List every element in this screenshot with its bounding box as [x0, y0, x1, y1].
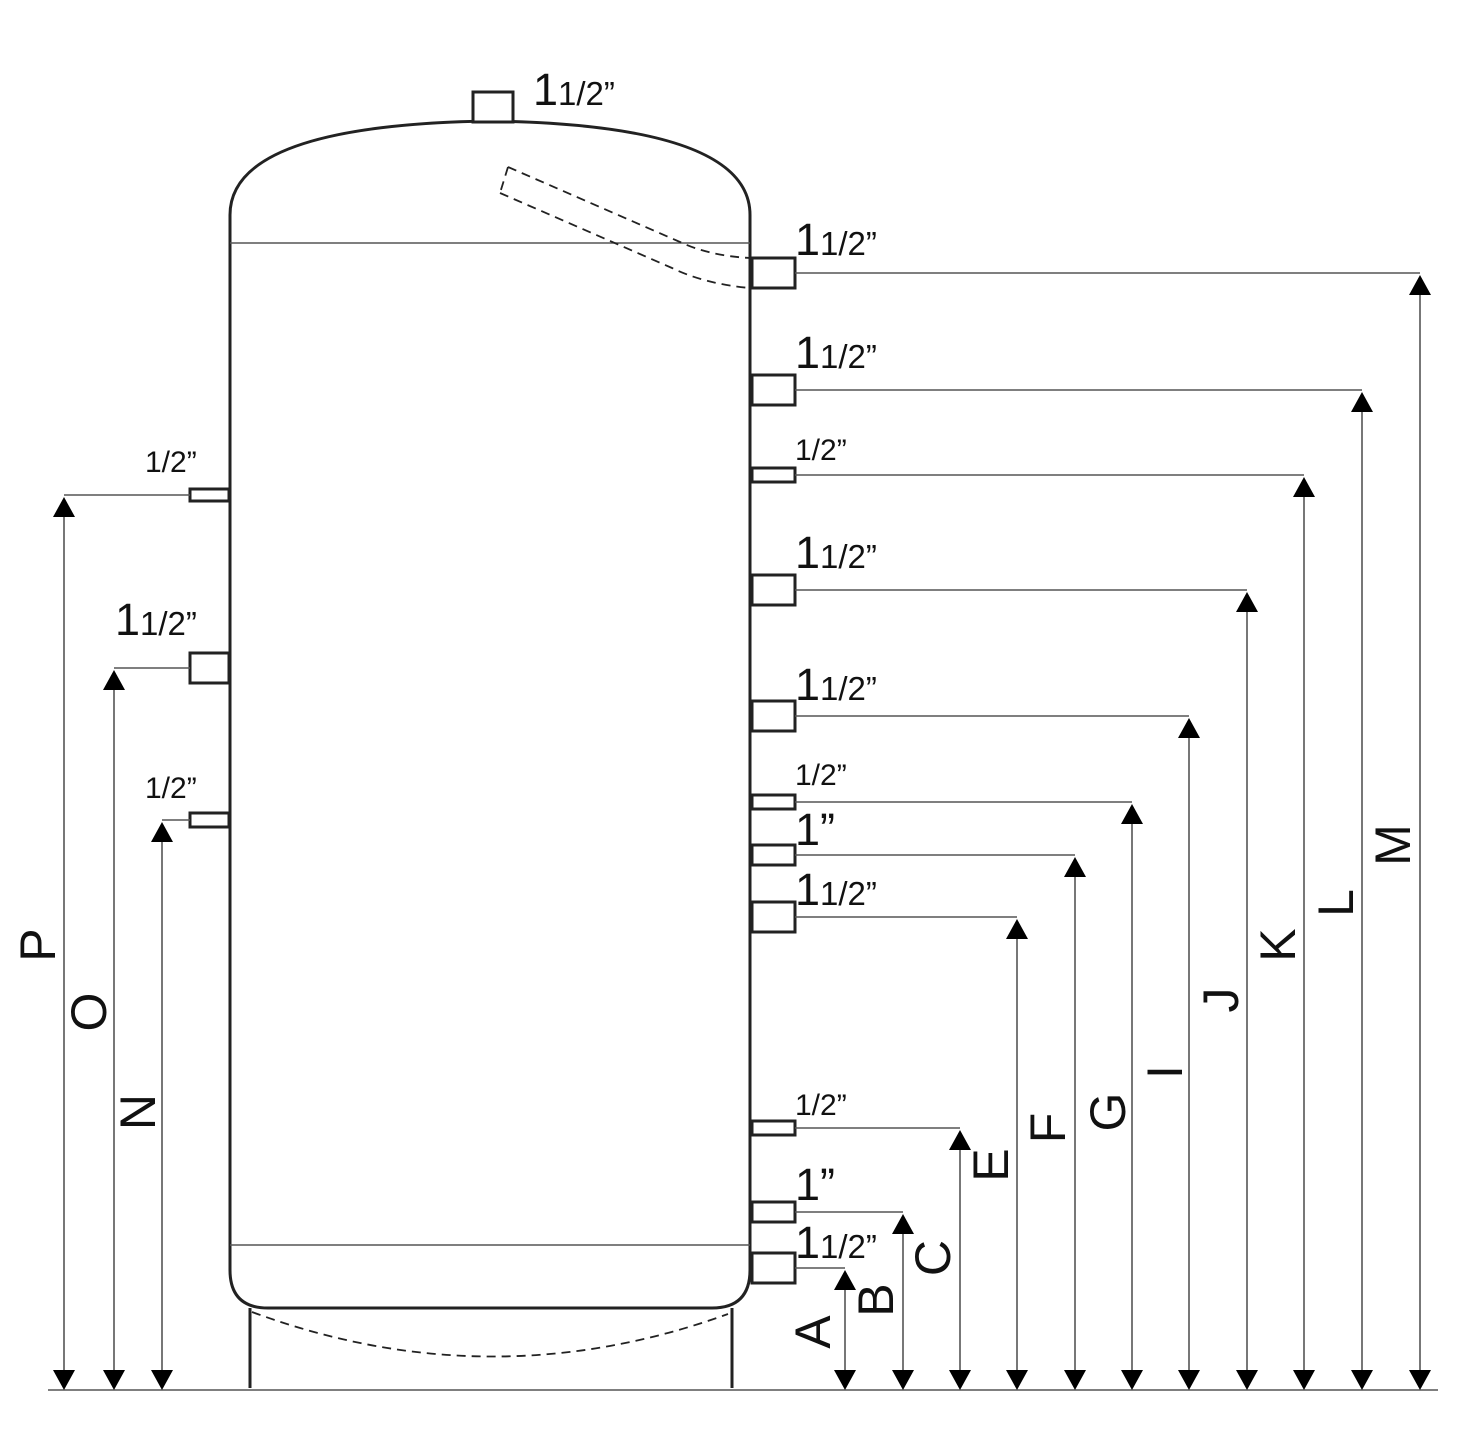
right-connection-f: 1” — [750, 804, 1086, 1390]
right-connection-c: 1” — [750, 1159, 914, 1390]
connection-size-label: 11/2” — [795, 864, 877, 915]
connection-port — [188, 651, 231, 685]
dimension-arrow-up — [1409, 275, 1431, 295]
connection-port — [188, 487, 231, 503]
dimension-label-f: F — [1020, 1113, 1076, 1144]
connection-size-label: 1/2” — [795, 759, 847, 792]
connection-port — [750, 256, 797, 290]
top-connection-size: 11/2” — [533, 64, 615, 115]
dimension-arrow-up — [1006, 919, 1028, 939]
dimension-label-i: I — [1137, 1065, 1193, 1079]
right-connection-k: 1/2” — [750, 434, 1315, 1390]
tank-stand — [248, 1308, 734, 1388]
connection-port — [188, 811, 231, 829]
connection-size-label: 1/2” — [145, 772, 197, 805]
connection-port — [750, 699, 797, 733]
right-connection-e2: 11/2” — [750, 864, 1028, 1390]
dimension-arrow-down — [1178, 1370, 1200, 1390]
connection-size-label: 1” — [795, 1159, 835, 1210]
right-connection-e: 1/2” — [750, 1089, 971, 1390]
dimension-arrow-up — [1351, 392, 1373, 412]
dimension-arrow-up — [949, 1130, 971, 1150]
dimension-label-l: L — [1308, 889, 1364, 917]
dimension-arrow-up — [1064, 857, 1086, 877]
connection-port — [750, 373, 797, 407]
connection-port — [750, 466, 797, 484]
connection-size-label: 11/2” — [795, 527, 877, 578]
dimension-arrow-up — [151, 822, 173, 842]
dimension-arrow-down — [1409, 1370, 1431, 1390]
right-connection-i: 11/2” — [750, 659, 1200, 1390]
connection-port — [750, 573, 797, 607]
connection-size-label: 1/2” — [145, 446, 197, 479]
dimension-arrow-up — [1293, 477, 1315, 497]
dimension-arrow-up — [1236, 592, 1258, 612]
dimension-label-m: M — [1365, 824, 1421, 866]
dimension-label-n: N — [110, 1094, 166, 1130]
dimension-arrow-down — [53, 1370, 75, 1390]
dimension-arrow-down — [892, 1370, 914, 1390]
connection-size-label: 11/2” — [795, 1217, 877, 1268]
dimension-label-e: E — [963, 1148, 1019, 1181]
connection-port — [750, 1200, 797, 1224]
dimension-arrow-down — [1006, 1370, 1028, 1390]
connection-port — [750, 1119, 797, 1137]
dimension-label-p: P — [10, 928, 66, 961]
dimension-arrow-up — [834, 1270, 856, 1290]
dimension-arrow-down — [151, 1370, 173, 1390]
dimension-label-a: A — [785, 1315, 841, 1349]
dimension-arrow-up — [103, 670, 125, 690]
left-connection-p: 1/2” — [53, 446, 231, 1390]
dimension-arrow-up — [53, 497, 75, 517]
dimension-arrow-down — [1121, 1370, 1143, 1390]
dimension-arrow-up — [1178, 718, 1200, 738]
dimension-arrow-up — [1121, 804, 1143, 824]
connection-size-label: 1/2” — [795, 1089, 847, 1122]
dimension-label-j: J — [1193, 988, 1249, 1013]
connection-port — [750, 1251, 797, 1285]
tank-body — [228, 119, 752, 1310]
connection-size-label: 1” — [795, 804, 835, 855]
dimension-label-o: O — [61, 993, 117, 1032]
connection-port — [750, 900, 797, 934]
right-connections: 11/2” 11/2” 1/2” 11/2” 11/2” 1/2” 1” 11/2” 1/2” 1… — [750, 214, 1431, 1390]
dimension-arrow-down — [1293, 1370, 1315, 1390]
top-connection-port — [471, 90, 515, 124]
left-connection-n: 1/2” — [145, 772, 231, 1390]
dimension-arrow-down — [1351, 1370, 1373, 1390]
dimension-label-g: G — [1080, 1093, 1136, 1132]
dimension-arrow-up — [892, 1214, 914, 1234]
left-connection-o: 11/2” — [103, 594, 231, 1390]
dimension-arrow-down — [103, 1370, 125, 1390]
dimension-label-c: C — [905, 1240, 961, 1276]
dimension-label-b: B — [848, 1283, 904, 1316]
connection-size-label: 11/2” — [795, 659, 877, 710]
connection-size-label: 11/2” — [795, 214, 877, 265]
right-connection-l: 11/2” — [750, 327, 1373, 1390]
right-connection-j: 11/2” — [750, 527, 1258, 1390]
connection-port — [750, 793, 797, 811]
dimension-arrow-down — [949, 1370, 971, 1390]
connection-size-label: 1/2” — [795, 434, 847, 467]
right-connection-m: 11/2” — [750, 214, 1431, 1390]
dimension-label-k: K — [1250, 928, 1306, 961]
right-connection-a: 11/2” — [750, 1217, 877, 1390]
right-connection-g: 1/2” — [750, 759, 1143, 1390]
dimension-arrow-down — [1236, 1370, 1258, 1390]
internal-dip-pipe — [499, 166, 751, 289]
connection-port — [750, 843, 797, 867]
connection-size-label: 11/2” — [115, 594, 197, 645]
left-connections: 1/2” 11/2” 1/2” — [53, 446, 231, 1390]
dimension-arrow-down — [834, 1370, 856, 1390]
dimension-arrow-down — [1064, 1370, 1086, 1390]
connection-size-label: 11/2” — [795, 327, 877, 378]
